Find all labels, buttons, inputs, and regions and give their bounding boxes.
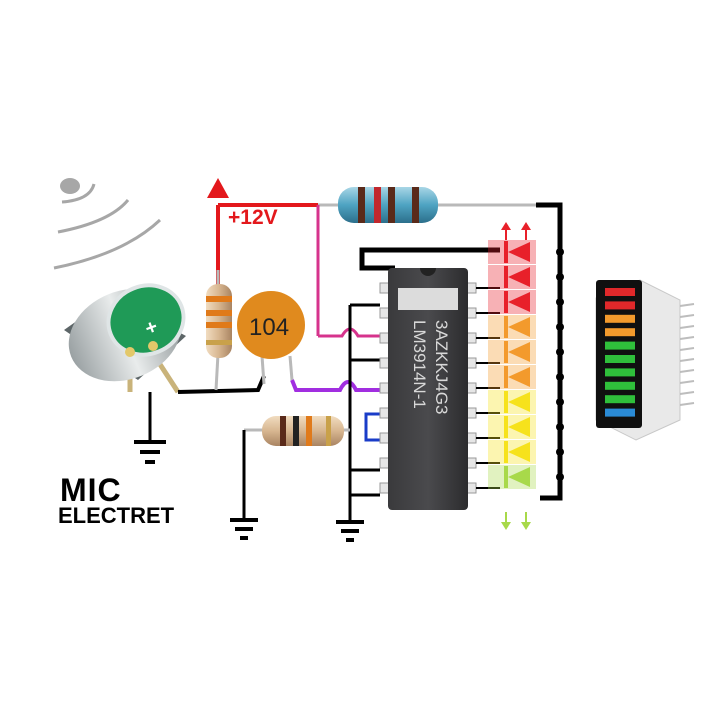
supply-wire [207, 178, 318, 292]
ic-pins [379, 282, 500, 494]
led [488, 390, 564, 414]
led [488, 415, 564, 439]
led [488, 365, 564, 389]
led [488, 465, 564, 489]
led [488, 290, 564, 314]
mode-jumper-wire [364, 412, 380, 442]
supply-voltage-label: +12V [228, 206, 278, 229]
led [488, 265, 564, 289]
light-emission-arrow [521, 512, 531, 530]
capacitor-104: 104 [237, 291, 305, 385]
led [488, 240, 564, 264]
bargraph-pin [679, 369, 695, 373]
light-emission-arrow [501, 222, 511, 240]
led-supply-wire [359, 247, 500, 271]
bargraph-segment [605, 314, 635, 323]
light-emission-arrow [521, 222, 531, 240]
ground-icon [134, 440, 166, 464]
bargraph-pin [679, 391, 695, 395]
bargraph-segment [605, 328, 635, 337]
bargraph-pin [679, 402, 695, 406]
bargraph-pin [679, 358, 695, 362]
led [488, 340, 564, 364]
led-bargraph [595, 279, 695, 441]
electret-microphone: + [64, 283, 186, 394]
bargraph-pin [679, 303, 695, 307]
bargraph-pin [679, 314, 695, 318]
bargraph-segment [605, 408, 635, 417]
bargraph-segment [605, 341, 635, 350]
bargraph-pin [679, 380, 695, 384]
input-wire [290, 379, 380, 392]
bargraph-segment [605, 355, 635, 363]
led-anode-rail [536, 202, 563, 501]
led-column [488, 222, 564, 530]
ic-ground-wire [348, 303, 380, 520]
mic-label: MIC [60, 472, 122, 508]
bargraph-segment [605, 301, 635, 310]
ic-lm3914[interactable]: 3AZKKJ4G3 LM3914N-1 [388, 268, 468, 510]
bargraph-pin [679, 336, 695, 340]
bargraph-pin [679, 325, 695, 329]
ground-icon [336, 520, 364, 542]
electret-label: ELECTRET [58, 503, 175, 528]
bargraph-segment [605, 395, 635, 404]
capacitor-code: 104 [249, 314, 289, 341]
bargraph-segment [605, 381, 635, 390]
reference-resistor [316, 187, 560, 336]
ic-marking-1: 3AZKKJ4G3 [432, 320, 451, 415]
led [488, 440, 564, 464]
bargraph-segment [605, 288, 635, 296]
bargraph-pin [679, 347, 695, 351]
mic-output-wire [177, 375, 266, 394]
adjust-resistor [242, 416, 350, 518]
bargraph-segment [605, 368, 635, 377]
bias-resistor [206, 270, 232, 358]
ground-icon [230, 518, 258, 540]
ic-marking-2: LM3914N-1 [410, 320, 429, 409]
light-emission-arrow [501, 512, 511, 530]
led [488, 315, 564, 339]
sound-wave-icon [53, 178, 162, 270]
